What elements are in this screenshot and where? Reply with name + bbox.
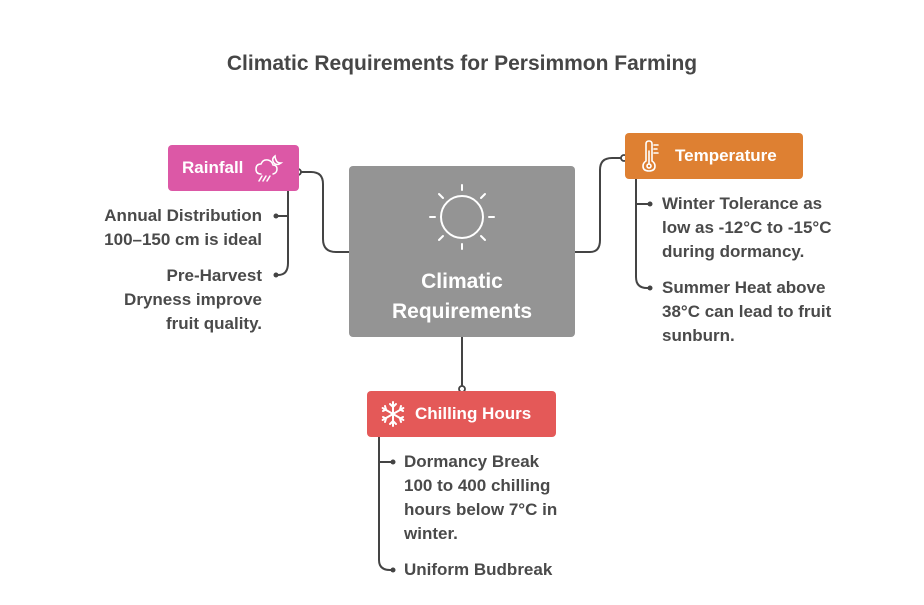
thermometer-icon (641, 139, 661, 173)
connector-center-rainfall (301, 171, 349, 253)
bullet-dot (390, 567, 396, 573)
branch-temperature-label: Temperature (675, 146, 777, 165)
bullet-dot (273, 213, 279, 219)
chilling-hours-item: Dormancy Break 100 to 400 chilling hours… (404, 452, 558, 543)
temperature-item: Winter Tolerance as low as -12°C to -15°… (662, 194, 832, 261)
bullet-dot (390, 459, 396, 465)
connector-center-temperature (575, 157, 622, 253)
bullet-dot (647, 285, 653, 291)
chilling-spine (378, 437, 393, 571)
branch-rainfall: Rainfall (168, 145, 299, 191)
snowflake-icon (379, 400, 407, 428)
branch-temperature: Temperature (625, 133, 803, 179)
bullet-dot (647, 201, 653, 207)
branch-rainfall-label: Rainfall (182, 158, 244, 177)
branch-chilling-hours: Chilling Hours (367, 391, 556, 437)
branch-chilling-hours-label: Chilling Hours (415, 404, 532, 423)
center-node-label: Climatic Requirements (391, 270, 533, 323)
center-node: Climatic Requirements (349, 166, 575, 337)
cloud-rain-moon-icon (253, 152, 285, 184)
rainfall-spine (276, 191, 289, 276)
chilling-hours-item: Uniform Budbreak (404, 560, 553, 579)
sun-icon (427, 182, 497, 252)
rainfall-item: Pre-Harvest Dryness improve fruit qualit… (124, 266, 262, 333)
temperature-item: Summer Heat above 38°C can lead to fruit… (662, 278, 832, 345)
rainfall-item: Annual Distribution 100–150 cm is ideal (104, 206, 262, 249)
bullet-dot (273, 272, 279, 278)
diagram-title: Climatic Requirements for Persimmon Farm… (226, 52, 698, 75)
temperature-spine (635, 179, 650, 289)
